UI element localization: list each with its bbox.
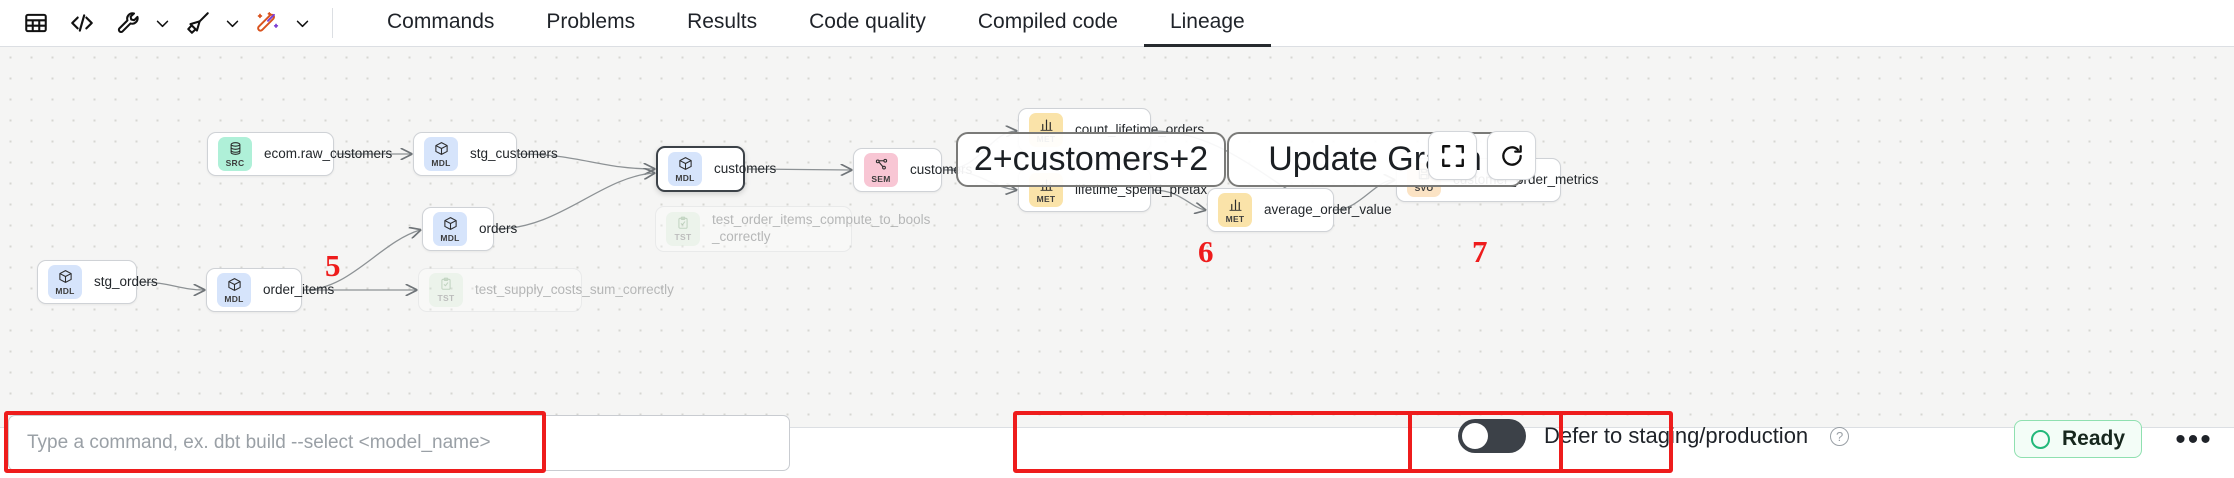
node-type-label: SEM (871, 173, 891, 184)
node-label: average_order_value (1264, 201, 1392, 217)
tab-lineage[interactable]: Lineage (1143, 0, 1271, 47)
command-input[interactable] (8, 415, 790, 471)
lineage-node-customers_mdl[interactable]: MDL customers (656, 146, 776, 192)
toolbar-divider (332, 8, 333, 38)
tab-problems[interactable]: Problems (546, 9, 636, 33)
node-type-label: TST (437, 293, 455, 304)
status-badge[interactable]: Ready (2014, 420, 2143, 458)
defer-toggle[interactable] (1458, 419, 1526, 453)
node-type-label: MET (1036, 193, 1056, 204)
lineage-node-stg_customers[interactable]: MDL stg_customers (413, 132, 558, 176)
node-label: customers (714, 160, 777, 176)
tab-compiled-code[interactable]: Compiled code (977, 9, 1118, 33)
lineage-node-average_order_value[interactable]: MET average_order_value (1207, 188, 1392, 232)
cube-icon: MDL (48, 265, 82, 299)
cube-icon: MDL (217, 273, 251, 307)
format-tools-group[interactable] (176, 3, 244, 43)
broom-icon[interactable] (176, 3, 220, 43)
node-type-label: MET (1225, 213, 1245, 224)
magic-wand-icon[interactable] (246, 3, 290, 43)
table-view-icon[interactable] (14, 3, 58, 43)
command-bar (8, 415, 790, 471)
wrench-icon[interactable] (106, 3, 150, 43)
node-type-label: MDL (224, 293, 244, 304)
lineage-node-test_supply_costs_sum_correctly[interactable]: TST test_supply_costs_sum_correctly (418, 268, 674, 312)
toggle-knob (1462, 423, 1488, 449)
database-icon: SRC (218, 137, 252, 171)
node-label: ecom.raw_customers (264, 145, 393, 161)
tab-commands[interactable]: Commands (387, 9, 495, 33)
lineage-node-stg_orders[interactable]: MDL stg_orders (37, 260, 158, 304)
node-type-label: SVO (1414, 183, 1434, 194)
tab-results[interactable]: Results (687, 9, 758, 33)
node-label: order_items (263, 281, 335, 297)
help-icon[interactable]: ? (1830, 426, 1850, 446)
lineage-edges (138, 47, 2234, 427)
editor-toolbar: Commands Problems Results Code quality Compi… (0, 0, 2234, 47)
node-type-label: TST (674, 232, 692, 243)
toolbar-icon-group (0, 0, 349, 47)
overflow-menu-icon[interactable]: ••• (2175, 423, 2213, 456)
cube-icon: MDL (433, 212, 467, 246)
node-type-label: MDL (431, 157, 451, 168)
node-type-label: SRC (225, 157, 245, 168)
wrench-chevron-down-icon[interactable] (150, 3, 174, 43)
node-type-label: MDL (675, 172, 695, 183)
clipboard-check-icon: TST (429, 273, 463, 307)
lineage-node-order_items[interactable]: MDL order_items (206, 268, 334, 312)
panel-tabs: Commands Problems Results Code quality Compi… (361, 0, 1271, 47)
node-label: stg_orders (94, 273, 158, 289)
status-label: Ready (2062, 427, 2126, 450)
graph-selector-overlay[interactable]: 2+customers+2 (956, 132, 1226, 187)
node-label: stg_customers (470, 145, 558, 161)
ai-tools-group[interactable] (246, 3, 314, 43)
node-label: test_supply_costs_sum_correctly (475, 281, 674, 297)
node-label: test_order_items_compute_to_bools _corre… (712, 212, 931, 244)
bar-chart-icon: MET (1218, 193, 1252, 227)
graph-selector-overlay-label: 2+customers+2 (973, 140, 1209, 178)
node-type-label: MDL (440, 232, 460, 243)
tab-code-quality[interactable]: Code quality (809, 9, 926, 33)
cube-icon: MDL (424, 137, 458, 171)
defer-control: Defer to staging/production ? (1458, 419, 1850, 453)
refresh-icon[interactable] (1487, 131, 1536, 180)
lineage-node-orders[interactable]: MDL orders (422, 207, 517, 251)
build-tools-group[interactable] (106, 3, 174, 43)
fullscreen-icon[interactable] (1428, 131, 1477, 180)
update-graph-button[interactable]: Update Graph (1227, 132, 1523, 187)
status-dot-icon (2031, 429, 2050, 449)
semantic-icon: SEM (864, 153, 898, 187)
cube-icon: MDL (668, 152, 702, 186)
node-label: orders (479, 220, 518, 236)
code-view-icon[interactable] (60, 3, 104, 43)
lineage-node-ecom_raw_customers[interactable]: SRC ecom.raw_customers (207, 132, 392, 176)
lineage-node-test_order_items_compute_to_bools_correctly[interactable]: TST test_order_items_compute_to_bools _co… (655, 206, 930, 252)
node-type-label: MDL (55, 285, 75, 296)
wand-chevron-down-icon[interactable] (290, 3, 314, 43)
broom-chevron-down-icon[interactable] (220, 3, 244, 43)
defer-label: Defer to staging/production (1544, 423, 1809, 448)
clipboard-check-icon: TST (666, 212, 700, 246)
